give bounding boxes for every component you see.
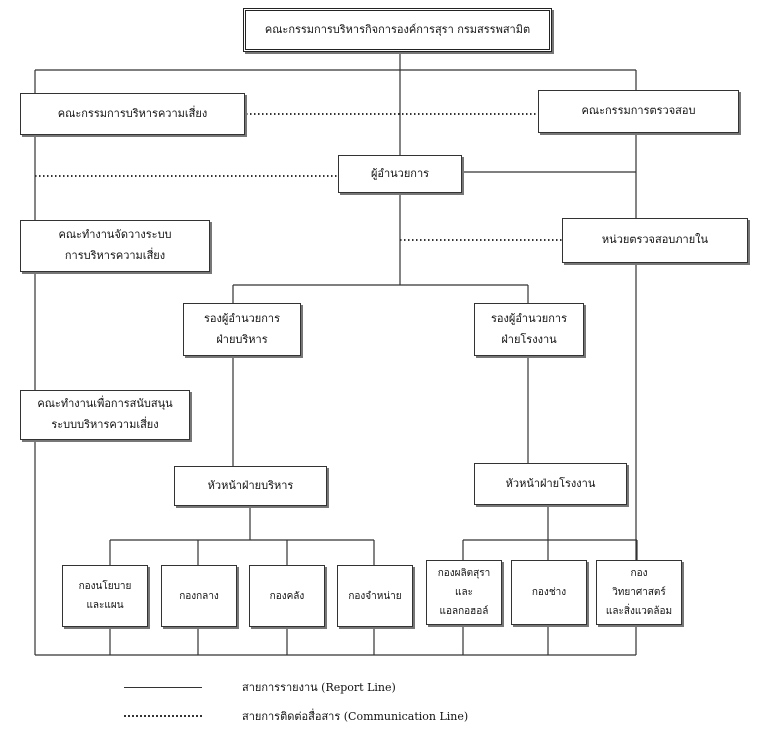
head-admin-box: หัวหน้าฝ่ายบริหาร xyxy=(174,466,327,506)
division-engineering-label: กองช่าง xyxy=(531,587,567,598)
division-science-box: กอง วิทยาศาสตร์ และสิ่งแวดล้อม xyxy=(596,560,682,625)
deputy-factory-box: รองผู้อำนวยการ ฝ่ายโรงงาน xyxy=(474,303,584,356)
legend-communication-line: สายการติดต่อสื่อสาร (Communication Line) xyxy=(124,707,468,725)
risk-working-group-line-2: การบริหารความเสี่ยง xyxy=(64,249,166,262)
audit-committee-box: คณะกรรมการตรวจสอบ xyxy=(538,90,739,133)
risk-support-group-box: คณะทำงานเพื่อการสนับสนุน ระบบบริหารความเ… xyxy=(20,390,190,440)
risk-committee-label: คณะกรรมการบริหารความเสี่ยง xyxy=(57,106,208,120)
division-science-line-3: และสิ่งแวดล้อม xyxy=(605,606,673,617)
communication-line-sample xyxy=(124,715,202,717)
audit-committee-label: คณะกรรมการตรวจสอบ xyxy=(581,104,696,118)
division-treasury-label: กองคลัง xyxy=(269,590,305,602)
division-science-line-1: กอง xyxy=(630,568,648,579)
division-policy-box: กองนโยบาย และแผน xyxy=(62,565,148,627)
report-line-label: สายการรายงาน (Report Line) xyxy=(242,681,396,694)
division-policy-line-2: และแผน xyxy=(86,600,124,611)
risk-committee-box: คณะกรรมการบริหารความเสี่ยง xyxy=(20,93,245,135)
deputy-admin-box: รองผู้อำนวยการ ฝ่ายบริหาร xyxy=(183,303,301,356)
division-central-box: กองกลาง xyxy=(161,565,237,627)
division-treasury-box: กองคลัง xyxy=(249,565,325,627)
internal-audit-label: หน่วยตรวจสอบภายใน xyxy=(601,233,709,247)
risk-support-group-line-2: ระบบบริหารความเสี่ยง xyxy=(51,418,159,431)
risk-working-group-line-1: คณะทำงานจัดวางระบบ xyxy=(58,228,172,242)
director-label: ผู้อำนวยการ xyxy=(370,166,430,180)
board-box: คณะกรรมการบริหารกิจการองค์การสุรา กรมสรร… xyxy=(243,8,552,52)
deputy-factory-line-2: ฝ่ายโรงงาน xyxy=(501,332,557,346)
communication-line-label: สายการติดต่อสื่อสาร (Communication Line) xyxy=(242,710,469,723)
deputy-admin-line-2: ฝ่ายบริหาร xyxy=(216,332,268,346)
division-distribution-label: กองจำหน่าย xyxy=(348,590,402,602)
division-production-line-2: และ xyxy=(455,587,473,598)
deputy-factory-line-1: รองผู้อำนวยการ xyxy=(490,311,567,325)
board-label: คณะกรรมการบริหารกิจการองค์การสุรา กรมสรร… xyxy=(264,22,531,36)
director-box: ผู้อำนวยการ xyxy=(338,155,462,193)
division-production-line-3: แอลกอฮอล์ xyxy=(439,606,489,617)
division-science-line-2: วิทยาศาสตร์ xyxy=(612,587,666,598)
report-line-sample xyxy=(124,686,202,688)
deputy-admin-line-1: รองผู้อำนวยการ xyxy=(203,311,280,325)
legend-report-line: สายการรายงาน (Report Line) xyxy=(124,678,396,696)
division-engineering-box: กองช่าง xyxy=(511,560,587,625)
head-admin-label: หัวหน้าฝ่ายบริหาร xyxy=(207,478,294,492)
division-central-label: กองกลาง xyxy=(179,590,219,602)
division-policy-line-1: กองนโยบาย xyxy=(78,581,132,592)
risk-support-group-line-1: คณะทำงานเพื่อการสนับสนุน xyxy=(37,397,173,411)
division-production-line-1: กองผลิตสุรา xyxy=(437,568,491,579)
internal-audit-box: หน่วยตรวจสอบภายใน xyxy=(562,218,748,263)
head-factory-label: หัวหน้าฝ่ายโรงงาน xyxy=(505,476,596,490)
division-distribution-box: กองจำหน่าย xyxy=(337,565,413,627)
head-factory-box: หัวหน้าฝ่ายโรงงาน xyxy=(474,463,627,505)
risk-working-group-box: คณะทำงานจัดวางระบบ การบริหารความเสี่ยง xyxy=(20,220,210,272)
division-production-box: กองผลิตสุรา และ แอลกอฮอล์ xyxy=(426,560,502,625)
